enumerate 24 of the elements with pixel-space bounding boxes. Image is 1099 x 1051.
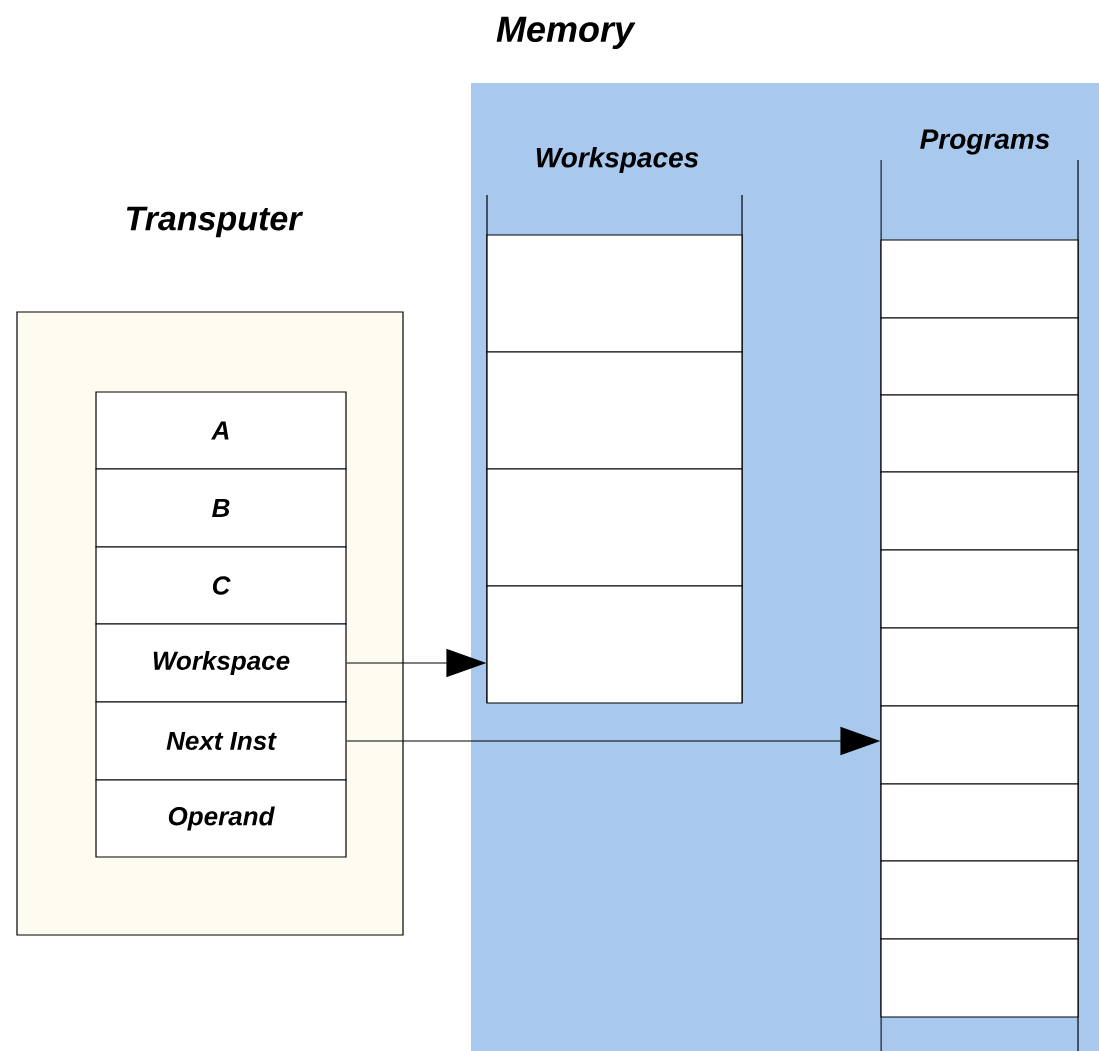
- memory-cell: [880, 317, 1079, 396]
- register-cell: C: [95, 546, 347, 625]
- memory-cell: [486, 468, 743, 587]
- memory-cell: [880, 549, 1079, 629]
- heading: Memory: [496, 16, 636, 50]
- memory-cell: [880, 860, 1079, 940]
- register-cell: Operand: [95, 779, 347, 858]
- register-cell: Workspace: [95, 623, 347, 703]
- memory-cell: [880, 705, 1079, 785]
- memory-cell: [486, 351, 743, 470]
- memory-cell: [880, 239, 1079, 319]
- register-cell: Next Inst: [95, 701, 347, 781]
- memory-cell: [880, 783, 1079, 862]
- memory-cell: [486, 234, 743, 353]
- register-cell: B: [95, 468, 347, 548]
- heading: Programs: [920, 129, 1050, 155]
- memory-cell: [880, 471, 1079, 551]
- memory-cell: [880, 938, 1079, 1018]
- heading: Workspaces: [536, 146, 699, 174]
- heading: Transputer: [126, 206, 304, 238]
- memory-cell: [880, 394, 1079, 473]
- register-cell: A: [95, 391, 347, 470]
- memory-cell: [880, 627, 1079, 707]
- memory-cell: [486, 585, 743, 704]
